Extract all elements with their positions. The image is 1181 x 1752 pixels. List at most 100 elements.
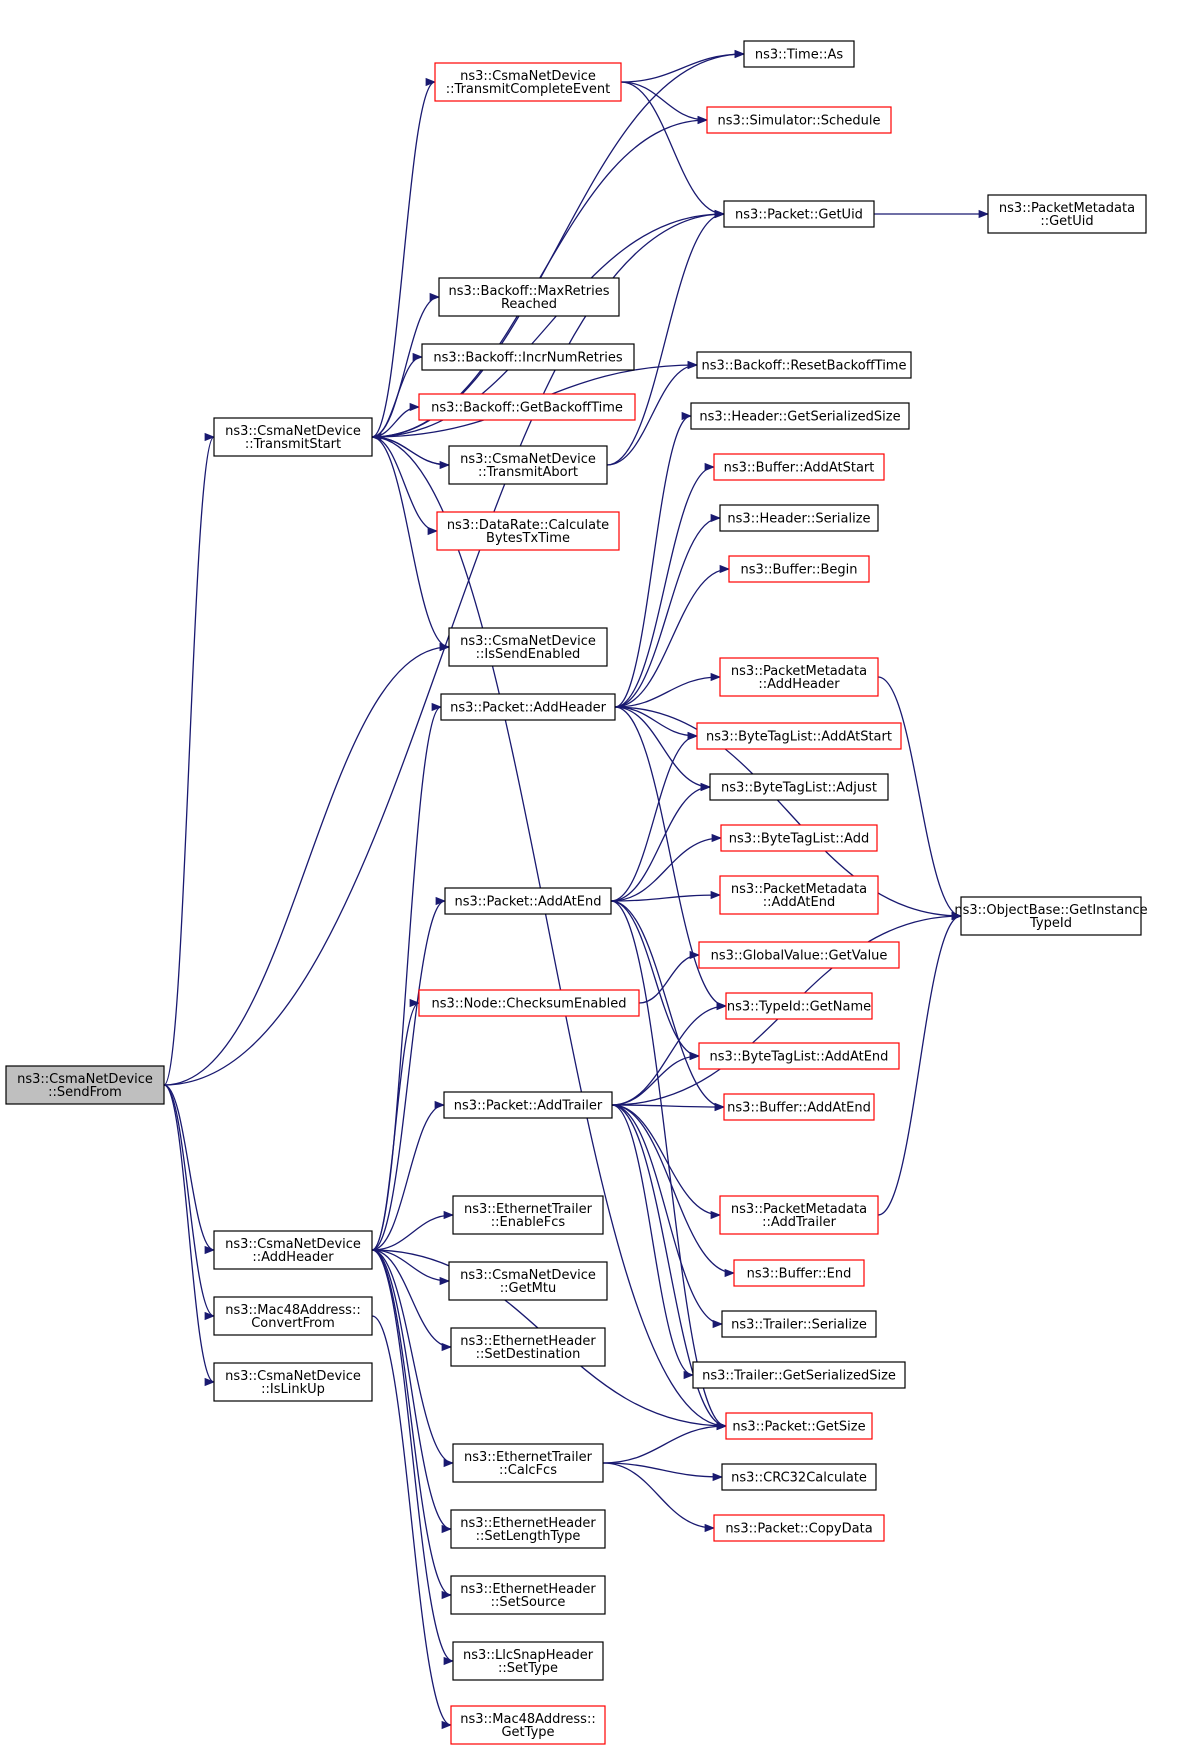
function-node-eth-trailer-enable[interactable]: ns3::EthernetTrailer::EnableFcs <box>452 1195 604 1235</box>
edge-arrow <box>620 81 709 125</box>
function-node-transmitabort[interactable]: ns3::CsmaNetDevice::TransmitAbort <box>448 445 608 485</box>
function-node-eth-trailer-calc[interactable]: ns3::EthernetTrailer::CalcFcs <box>452 1443 604 1483</box>
function-node-buffer-end[interactable]: ns3::Buffer::End <box>733 1259 865 1287</box>
node-label: ::TransmitCompleteEvent <box>446 82 610 97</box>
function-node-trailer-serialize[interactable]: ns3::Trailer::Serialize <box>721 1310 877 1338</box>
node-label: ns3::Packet::GetUid <box>735 208 863 223</box>
node-label: ns3::CsmaNetDevice <box>17 1072 153 1087</box>
node-label: GetType <box>501 1725 554 1740</box>
call-edge <box>371 1315 453 1730</box>
function-node-crc32[interactable]: ns3::CRC32Calculate <box>721 1463 877 1491</box>
edge-arrow <box>370 432 450 466</box>
node-label: ::SetLengthType <box>476 1529 581 1544</box>
node-label: ns3::Packet::AddAtEnd <box>455 895 602 910</box>
node-box <box>213 1296 373 1336</box>
call-edge <box>371 1210 455 1251</box>
call-edge <box>614 672 722 708</box>
function-node-eth-header-setsrc[interactable]: ns3::EthernetHeader::SetSource <box>450 1575 606 1615</box>
function-node-time-as[interactable]: ns3::Time::As <box>743 40 855 68</box>
function-node-transmitstart[interactable]: ns3::CsmaNetDevice::TransmitStart <box>213 417 373 457</box>
function-node-sim-schedule[interactable]: ns3::Simulator::Schedule <box>706 106 892 134</box>
node-box <box>213 417 373 457</box>
function-node-sendfrom[interactable]: ns3::CsmaNetDevice::SendFrom <box>5 1065 165 1105</box>
function-node-transmitcomplete[interactable]: ns3::CsmaNetDevice::TransmitCompleteEven… <box>434 62 622 102</box>
node-label: ns3::Header::Serialize <box>727 512 870 527</box>
function-node-packet-addatend[interactable]: ns3::Packet::AddAtEnd <box>444 887 612 915</box>
call-edge <box>620 49 746 83</box>
node-label: ns3::EthernetTrailer <box>464 1202 593 1217</box>
node-box <box>987 194 1147 234</box>
edge-arrow <box>371 1100 446 1251</box>
function-node-mac48-convert[interactable]: ns3::Mac48Address::ConvertFrom <box>213 1296 373 1336</box>
function-node-trailer-getsize[interactable]: ns3::Trailer::GetSerializedSize <box>692 1361 906 1389</box>
function-node-mac48-gettype[interactable]: ns3::Mac48Address::GetType <box>450 1705 606 1745</box>
node-box <box>448 445 608 485</box>
node-label: ns3::Simulator::Schedule <box>717 114 880 129</box>
function-node-addheader-dev[interactable]: ns3::CsmaNetDevice::AddHeader <box>213 1230 373 1270</box>
function-node-packet-addtrailer[interactable]: ns3::Packet::AddTrailer <box>443 1091 613 1119</box>
edge-arrow <box>611 1104 722 1220</box>
node-label: ::IsSendEnabled <box>476 647 581 662</box>
function-node-btl-addatstart[interactable]: ns3::ByteTagList::AddAtStart <box>696 722 902 750</box>
function-node-packet-copydata[interactable]: ns3::Packet::CopyData <box>713 1514 885 1542</box>
edge-arrow <box>371 1315 453 1730</box>
function-node-buffer-addatstart[interactable]: ns3::Buffer::AddAtStart <box>713 453 885 481</box>
node-label: ns3::CsmaNetDevice <box>460 1268 596 1283</box>
function-node-buffer-addatend[interactable]: ns3::Buffer::AddAtEnd <box>723 1093 875 1121</box>
node-label: ns3::Backoff::MaxRetries <box>449 284 610 299</box>
function-node-header-getsize[interactable]: ns3::Header::GetSerializedSize <box>690 402 910 430</box>
function-node-node-checksum[interactable]: ns3::Node::ChecksumEnabled <box>418 989 640 1017</box>
edge-arrow <box>610 900 701 1061</box>
node-label: ns3::Time::As <box>755 48 844 63</box>
node-box <box>5 1065 165 1105</box>
function-node-llcsnap-settype[interactable]: ns3::LlcSnapHeader::SetType <box>452 1641 604 1681</box>
function-node-backoff-get[interactable]: ns3::Backoff::GetBackoffTime <box>418 393 636 421</box>
call-edge <box>371 1249 453 1600</box>
call-edge <box>371 1249 453 1352</box>
function-node-packet-getsize[interactable]: ns3::Packet::GetSize <box>725 1412 873 1440</box>
function-node-pm-addatend[interactable]: ns3::PacketMetadata::AddAtEnd <box>719 875 879 915</box>
edge-arrow <box>611 1104 728 1431</box>
edge-arrow <box>371 402 421 438</box>
node-label: ns3::EthernetTrailer <box>464 1450 593 1465</box>
function-node-typeid-getname[interactable]: ns3::TypeId::GetName <box>725 992 873 1020</box>
function-node-islinkup[interactable]: ns3::CsmaNetDevice::IsLinkUp <box>213 1362 373 1402</box>
node-box <box>719 875 879 915</box>
node-label: ::AddAtEnd <box>763 895 835 910</box>
function-node-pm-getuid[interactable]: ns3::PacketMetadata::GetUid <box>987 194 1147 234</box>
function-node-issendenabled[interactable]: ns3::CsmaNetDevice::IsSendEnabled <box>448 627 608 667</box>
function-node-btl-addatend[interactable]: ns3::ByteTagList::AddAtEnd <box>698 1042 900 1070</box>
call-edge <box>614 564 731 708</box>
function-node-getmtu[interactable]: ns3::CsmaNetDevice::GetMtu <box>448 1261 608 1301</box>
function-node-buffer-begin[interactable]: ns3::Buffer::Begin <box>728 555 870 583</box>
function-node-pm-addtrailer[interactable]: ns3::PacketMetadata::AddTrailer <box>719 1195 879 1235</box>
node-label: ns3::Header::GetSerializedSize <box>699 410 900 425</box>
call-edge <box>614 706 728 1011</box>
edge-arrow <box>371 703 443 1251</box>
node-box <box>421 343 635 371</box>
edge-arrow <box>611 1051 701 1106</box>
node-box <box>450 1705 606 1745</box>
node-box <box>723 200 875 228</box>
function-node-packet-addheader[interactable]: ns3::Packet::AddHeader <box>440 693 616 721</box>
node-label: ns3::PacketMetadata <box>731 664 867 679</box>
node-label: ns3::EthernetHeader <box>460 1516 596 1531</box>
call-edge <box>371 1249 455 1468</box>
edge-arrow <box>163 433 216 1086</box>
function-node-backoff-reset[interactable]: ns3::Backoff::ResetBackoffTime <box>696 351 912 379</box>
function-node-header-serialize[interactable]: ns3::Header::Serialize <box>719 504 879 532</box>
edge-arrow <box>602 1462 724 1482</box>
function-node-btl-add[interactable]: ns3::ByteTagList::Add <box>720 824 878 852</box>
function-node-backoff-incr[interactable]: ns3::Backoff::IncrNumRetries <box>421 343 635 371</box>
function-node-btl-adjust[interactable]: ns3::ByteTagList::Adjust <box>709 773 889 801</box>
function-node-globalvalue-get[interactable]: ns3::GlobalValue::GetValue <box>698 941 900 969</box>
function-node-pm-addheader[interactable]: ns3::PacketMetadata::AddHeader <box>719 657 879 697</box>
function-node-eth-header-setlen[interactable]: ns3::EthernetHeader::SetLengthType <box>450 1509 606 1549</box>
function-node-eth-header-setdest[interactable]: ns3::EthernetHeader::SetDestination <box>450 1327 606 1367</box>
node-label: ns3::Buffer::AddAtStart <box>724 461 875 476</box>
node-box <box>418 393 636 421</box>
function-node-packet-getuid[interactable]: ns3::Packet::GetUid <box>723 200 875 228</box>
